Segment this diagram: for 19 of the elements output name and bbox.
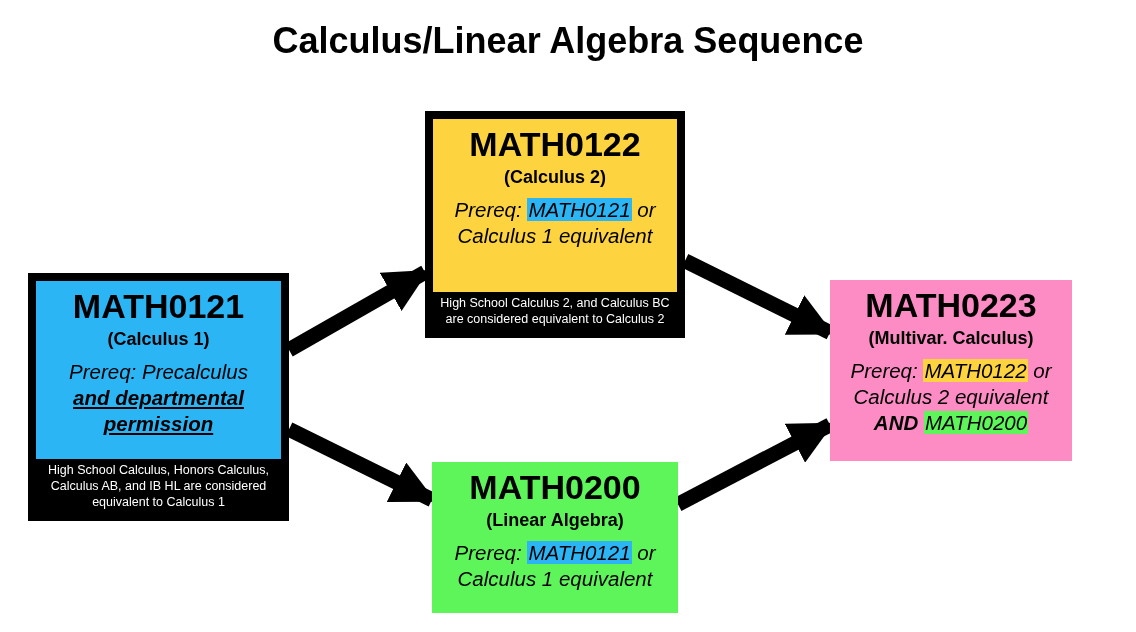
course-title: (Linear Algebra) bbox=[486, 509, 624, 532]
course-code: MATH0223 bbox=[865, 286, 1037, 324]
course-code: MATH0121 bbox=[72, 287, 245, 325]
course-title: (Multivar. Calculus) bbox=[868, 327, 1034, 350]
prereq-text: Prereq: Precalculus and departmental permission bbox=[68, 359, 249, 437]
course-title: (Calculus 1) bbox=[107, 328, 210, 351]
equivalence-note: High School Calculus, Honors Calculus, Calculus AB, and IB HL are considered equivalent to Calculus 1 bbox=[47, 462, 270, 511]
course-box bbox=[830, 280, 1072, 461]
course-title: (Calculus 2) bbox=[504, 166, 606, 189]
course-box bbox=[432, 462, 678, 613]
course-code: MATH0122 bbox=[469, 125, 641, 163]
course-box bbox=[425, 111, 685, 338]
equivalence-note: High School Calculus 2, and Calculus BC are considered equivalent to Calculus 2 bbox=[439, 295, 671, 328]
diagram-title: Calculus/Linear Algebra Sequence bbox=[271, 20, 865, 62]
prereq-text: Prereq: MATH0121 or Calculus 1 equivalent bbox=[453, 197, 657, 249]
course-box bbox=[28, 273, 289, 521]
prereq-text: Prereq: MATH0122 or Calculus 2 equivalent AND MATH0200 bbox=[849, 358, 1053, 436]
prereq-text: Prereq: MATH0121 or Calculus 1 equivalent bbox=[453, 540, 657, 592]
course-code: MATH0200 bbox=[469, 468, 641, 506]
